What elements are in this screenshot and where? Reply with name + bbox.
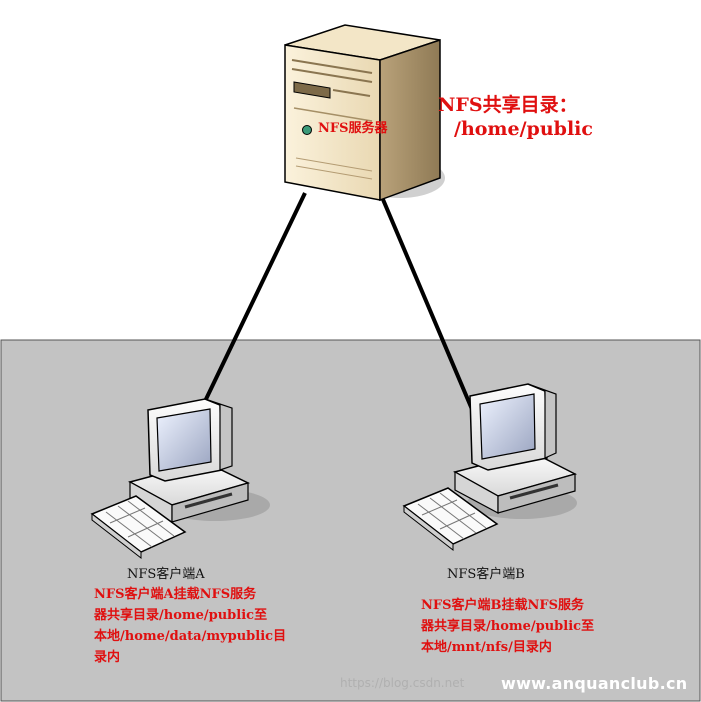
client-b-name: NFS客户端B (447, 567, 525, 582)
share-directory-title: NFS共享目录： (438, 94, 578, 116)
client-a-mount-note: NFS客户端A挂载NFS服务 器共享目录/home/public至 本地/hom… (94, 584, 304, 668)
brand-watermark: www.anquanclub.cn (501, 674, 688, 693)
server-icon (284, 24, 445, 202)
client-a-computer-icon (90, 398, 270, 560)
client-b-note-line: 器共享目录/home/public至 (421, 619, 595, 634)
client-a-note-line: 本地/home/data/mypublic目 (94, 629, 287, 644)
client-b-computer-icon (402, 383, 578, 552)
link-server-client-b (377, 189, 476, 415)
client-a-name: NFS客户端A (127, 567, 205, 582)
client-a-note-line: NFS客户端A挂载NFS服务 (94, 587, 257, 602)
server-label: NFS服务器 (318, 121, 388, 136)
client-a-note-line: 器共享目录/home/public至 (94, 608, 268, 623)
link-server-client-a (194, 192, 307, 421)
client-b-note-line: 本地/mnt/nfs/目录内 (421, 640, 552, 655)
share-directory-path: /home/public (454, 118, 593, 140)
client-b-mount-note: NFS客户端B挂载NFS服务 器共享目录/home/public至 本地/mnt… (421, 595, 631, 658)
client-a-note-line: 录内 (94, 650, 121, 665)
client-b-note-line: NFS客户端B挂载NFS服务 (421, 598, 584, 613)
faint-watermark: https://blog.csdn.net (340, 676, 465, 690)
